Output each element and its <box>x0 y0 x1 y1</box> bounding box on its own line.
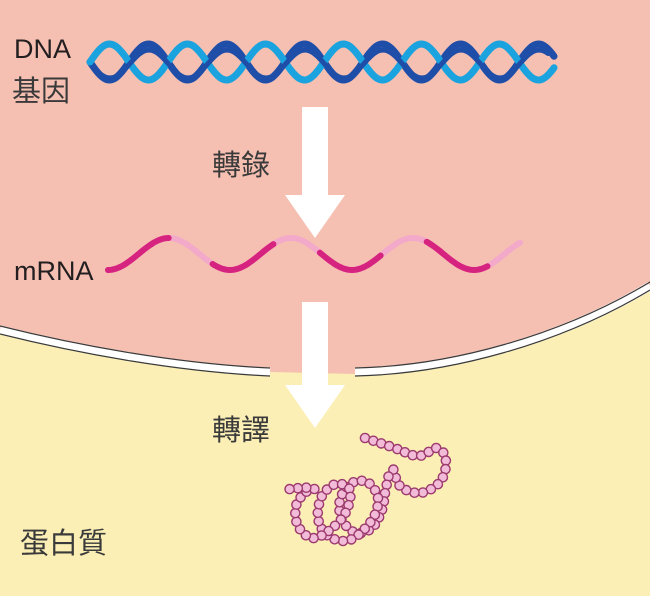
translation-arrow <box>285 302 345 428</box>
mrna-strand-dark <box>105 235 523 274</box>
protein-bead-chain <box>284 432 452 547</box>
protein-label: 蛋白質 <box>20 526 108 560</box>
amino-acid-bead <box>291 516 302 527</box>
nuclear-envelope-left-edge-top <box>0 325 271 369</box>
transcription-arrow <box>285 107 345 238</box>
dna-double-helix <box>86 40 558 84</box>
amino-acid-bead <box>432 478 444 490</box>
amino-acid-bead <box>381 479 393 491</box>
amino-acid-bead <box>300 482 312 494</box>
amino-acid-bead <box>345 534 357 545</box>
gene-label: 基因 <box>12 74 71 108</box>
nuclear-envelope-right <box>354 282 650 377</box>
amino-acid-bead <box>337 535 349 547</box>
amino-acid-bead <box>353 529 364 541</box>
amino-acid-bead <box>284 483 295 495</box>
mrna-label: mRNA <box>14 256 94 286</box>
amino-acid-bead <box>365 516 376 528</box>
amino-acid-bead <box>313 516 325 527</box>
nuclear-envelope-left-edge-bottom <box>0 333 271 377</box>
nuclear-envelope-left <box>0 325 271 377</box>
amino-acid-bead <box>364 478 375 490</box>
amino-acid-bead <box>312 507 324 519</box>
dna-strand-dark-inner <box>95 47 551 81</box>
mrna-strand <box>105 235 523 274</box>
translation-label: 轉譯 <box>212 413 271 447</box>
dna-label: DNA <box>14 34 72 64</box>
amino-acid-bead <box>335 514 347 525</box>
amino-acid-bead <box>359 523 371 535</box>
nuclear-envelope-right-edge-top <box>354 281 650 369</box>
amino-acid-bead <box>437 471 449 483</box>
transcription-label: 轉錄 <box>212 148 271 182</box>
amino-acid-bead <box>369 509 381 521</box>
nuclear-envelope-right-edge-bottom <box>354 289 650 377</box>
amino-acid-bead <box>289 507 301 519</box>
